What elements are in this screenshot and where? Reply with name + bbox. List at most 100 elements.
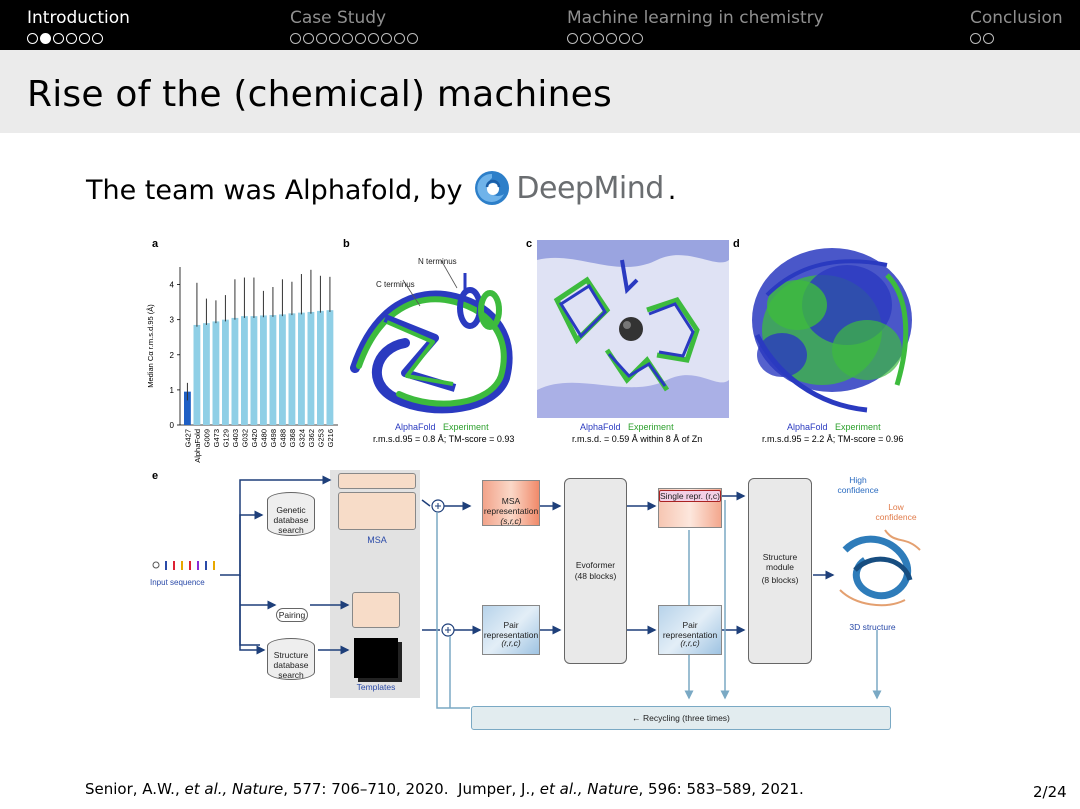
legend-experiment: Experiment bbox=[443, 422, 489, 432]
bar bbox=[184, 391, 191, 425]
pairing-label: Pairing bbox=[278, 610, 306, 620]
panel-c-zinc-binding-site bbox=[537, 240, 729, 418]
pair-representation-box bbox=[482, 605, 540, 655]
evoformer-box bbox=[564, 478, 627, 664]
x-tick-label: G362 bbox=[307, 429, 316, 447]
nav-dot[interactable] bbox=[27, 33, 38, 44]
bar bbox=[250, 316, 258, 425]
team-line: The team was Alphafold, by DeepMind . bbox=[86, 170, 676, 207]
bar bbox=[269, 315, 277, 425]
nav-dot[interactable] bbox=[53, 33, 64, 44]
nav-dot[interactable] bbox=[619, 33, 630, 44]
x-tick-label: G009 bbox=[202, 429, 211, 447]
bar bbox=[298, 312, 305, 425]
panel-label-c: c bbox=[526, 238, 533, 250]
page-number: 2/24 bbox=[1033, 783, 1067, 801]
panel-b-protein-structure bbox=[350, 259, 513, 414]
n-terminus-label: N terminus bbox=[418, 257, 457, 266]
pair-repr-label: Pair representation bbox=[483, 620, 539, 640]
bar bbox=[326, 310, 334, 425]
nav-section-introduction[interactable]: Introduction bbox=[27, 8, 130, 44]
nav-label: Machine learning in chemistry bbox=[567, 8, 824, 28]
nav-dot[interactable] bbox=[92, 33, 103, 44]
nav-dot[interactable] bbox=[355, 33, 366, 44]
nav-dot[interactable] bbox=[593, 33, 604, 44]
msa-representation-box bbox=[482, 480, 540, 526]
nav-dots bbox=[970, 33, 1063, 44]
x-tick-label: G420 bbox=[250, 429, 259, 447]
legend-alphafold: AlphaFold bbox=[580, 422, 621, 432]
nav-dot[interactable] bbox=[303, 33, 314, 44]
nav-dot[interactable] bbox=[316, 33, 327, 44]
x-tick-label: G480 bbox=[259, 429, 268, 447]
nav-dot[interactable] bbox=[983, 33, 994, 44]
panel-d-metric: r.m.s.d.95 = 2.2 Å; TM-score = 0.96 bbox=[762, 434, 904, 444]
bar bbox=[193, 324, 201, 425]
evoformer-blocks: (48 blocks) bbox=[574, 571, 617, 581]
3d-structure-icon bbox=[839, 529, 921, 607]
nav-dot[interactable] bbox=[368, 33, 379, 44]
nav-dot[interactable] bbox=[632, 33, 643, 44]
structure-module-label: Structure module bbox=[762, 552, 798, 572]
nav-dot[interactable] bbox=[567, 33, 578, 44]
panel-b-legend: AlphaFold Experiment bbox=[395, 422, 489, 432]
nav-section-ml-chemistry[interactable]: Machine learning in chemistry bbox=[567, 8, 824, 44]
bar bbox=[279, 314, 286, 425]
input-sequence-icon bbox=[152, 561, 215, 570]
3d-structure-label: 3D structure bbox=[849, 622, 896, 632]
pairing-grid-box bbox=[352, 592, 400, 628]
legend-experiment: Experiment bbox=[628, 422, 674, 432]
pair-representation-out-box bbox=[658, 605, 722, 655]
nav-label: Introduction bbox=[27, 8, 130, 28]
msa-top-box bbox=[338, 473, 416, 489]
nav-dot[interactable] bbox=[66, 33, 77, 44]
bar bbox=[212, 321, 220, 425]
nav-dot[interactable] bbox=[342, 33, 353, 44]
bar bbox=[222, 319, 229, 425]
x-tick-label: G368 bbox=[288, 429, 297, 447]
nav-dot[interactable] bbox=[407, 33, 418, 44]
citation-jumper-details: , 596: 583–589, 2021. bbox=[638, 780, 804, 798]
nav-dots bbox=[290, 33, 418, 44]
deepmind-logo: DeepMind bbox=[474, 170, 664, 206]
bar bbox=[317, 310, 324, 425]
nav-dot[interactable] bbox=[40, 33, 51, 44]
nav-dot[interactable] bbox=[580, 33, 591, 44]
nav-section-conclusion[interactable]: Conclusion bbox=[970, 8, 1063, 44]
deepmind-swirl-icon bbox=[475, 171, 510, 205]
pair-repr-out-dims: (r,r,c) bbox=[680, 638, 700, 648]
msa-label: MSA bbox=[367, 535, 387, 545]
y-axis-label: Median Cα r.m.s.d.95 (Å) bbox=[146, 304, 155, 388]
structure-db-label: Structure database search bbox=[273, 650, 309, 680]
c-terminus-label: C terminus bbox=[376, 280, 415, 289]
citation-jumper-journal: et al., Nature bbox=[539, 780, 639, 798]
panel-d-protein-structure bbox=[752, 248, 912, 413]
high-confidence-label: High confidence bbox=[837, 475, 879, 495]
panel-label-d: d bbox=[733, 238, 740, 250]
recycling-bar bbox=[471, 706, 891, 730]
nav-dot[interactable] bbox=[290, 33, 301, 44]
bar bbox=[288, 313, 296, 425]
nav-label: Case Study bbox=[290, 8, 387, 28]
nav-dot[interactable] bbox=[606, 33, 617, 44]
templates-label: Templates bbox=[356, 682, 396, 692]
x-tick-label: G403 bbox=[231, 429, 240, 447]
panel-label-e: e bbox=[152, 470, 159, 482]
y-tick-label: 1 bbox=[170, 386, 175, 395]
nav-dot[interactable] bbox=[394, 33, 405, 44]
msa-main-box bbox=[338, 492, 416, 530]
nav-dot[interactable] bbox=[329, 33, 340, 44]
low-confidence-label: Low confidence bbox=[875, 502, 917, 522]
nav-dot[interactable] bbox=[381, 33, 392, 44]
recycling-label: ← Recycling (three times) bbox=[632, 713, 730, 723]
panel-c-legend: AlphaFold Experiment bbox=[580, 422, 674, 432]
x-tick-label: G498 bbox=[269, 429, 278, 447]
deepmind-logo-text: DeepMind bbox=[516, 170, 664, 206]
nav-dot[interactable] bbox=[79, 33, 90, 44]
nav-dot[interactable] bbox=[970, 33, 981, 44]
nav-dots bbox=[27, 33, 130, 44]
nav-section-case-study[interactable]: Case Study bbox=[290, 8, 418, 44]
genetic-db-label: Genetic database search bbox=[273, 505, 309, 535]
x-tick-label: G473 bbox=[212, 429, 221, 447]
